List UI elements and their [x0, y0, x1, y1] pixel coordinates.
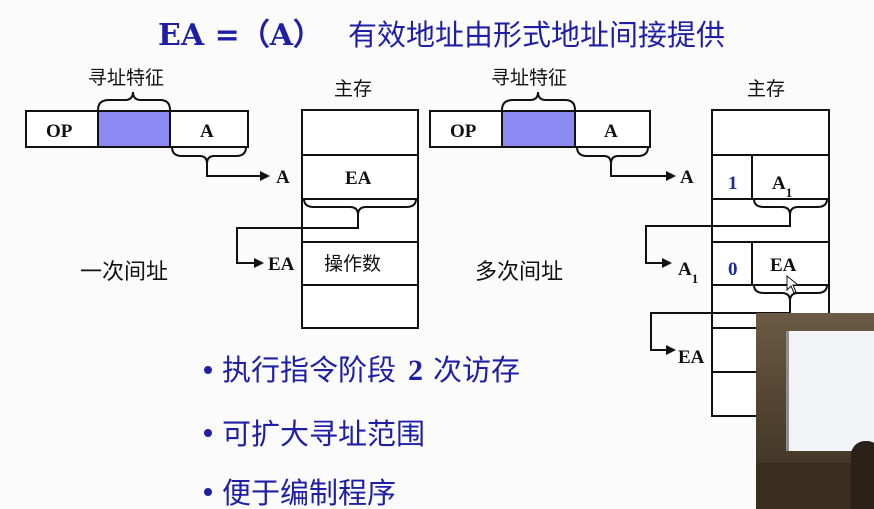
left-arrow-to-ea	[236, 215, 359, 264]
right-arrow-to-a	[610, 164, 668, 177]
right-arrow-head-a	[666, 171, 676, 181]
left-mode-cell	[97, 110, 171, 148]
left-cell-operand: 操作数	[324, 253, 381, 275]
right-addr-brace	[576, 146, 649, 165]
left-arrow-head-ea	[254, 258, 264, 268]
right-flag-0: 0	[728, 259, 738, 280]
left-mode-name: 一次间址	[80, 260, 168, 285]
left-arrow-head-a	[260, 171, 270, 181]
right-flag-1: 1	[728, 173, 738, 194]
left-memory-title: 主存	[334, 78, 372, 100]
right-ptr-a1: A1	[678, 259, 698, 286]
lecturer-figure	[851, 441, 874, 509]
right-op-label: OP	[450, 121, 477, 142]
left-cell-ea: EA	[345, 168, 372, 189]
bullet-marker	[204, 429, 212, 437]
right-cell-a1: A1	[772, 173, 792, 200]
lecturer-video-overlay	[756, 313, 874, 509]
video-background-screen	[786, 331, 874, 451]
right-op-cell	[429, 110, 503, 148]
left-memory-block	[301, 109, 419, 329]
right-field-caption: 寻址特征	[491, 67, 567, 89]
title-description: 有效地址由形式地址间接提供	[348, 18, 725, 52]
left-arrow-to-a	[206, 164, 262, 177]
left-addr-label: A	[200, 121, 214, 142]
right-mode-cell	[501, 110, 576, 148]
bullet-marker	[204, 366, 212, 374]
right-cell-ea: EA	[770, 255, 797, 276]
left-addr-brace	[171, 146, 247, 165]
right-ptr-ea: EA	[678, 347, 705, 368]
right-mode-name: 多次间址	[475, 260, 563, 285]
title-formula: EA =（A）	[158, 18, 323, 53]
right-arrow-to-a1	[645, 215, 791, 264]
left-diagram: 寻址特征 OP A A 主存 EA 操作数 EA 一次间址	[25, 67, 419, 329]
right-arrow-head-ea	[666, 345, 676, 355]
left-op-label: OP	[46, 121, 73, 142]
left-field-caption: 寻址特征	[88, 67, 164, 89]
bullet-item-3: 便于编制程序	[222, 476, 396, 509]
right-memory-title: 主存	[747, 78, 785, 100]
right-arrow-head-a1	[662, 258, 672, 268]
mouse-cursor-icon	[786, 274, 800, 294]
left-addr-cell	[169, 110, 249, 148]
left-op-cell	[25, 110, 99, 148]
bullet-item-2: 可扩大寻址范围	[222, 417, 425, 451]
bullet-marker	[204, 488, 212, 496]
left-field-brace	[97, 91, 171, 111]
left-ptr-a: A	[276, 167, 290, 188]
right-addr-cell	[574, 110, 651, 148]
left-ptr-ea: EA	[268, 254, 295, 275]
right-ptr-a: A	[680, 167, 694, 188]
right-field-brace	[501, 91, 576, 111]
right-addr-label: A	[604, 121, 618, 142]
right-arrow-to-ea	[650, 301, 791, 351]
